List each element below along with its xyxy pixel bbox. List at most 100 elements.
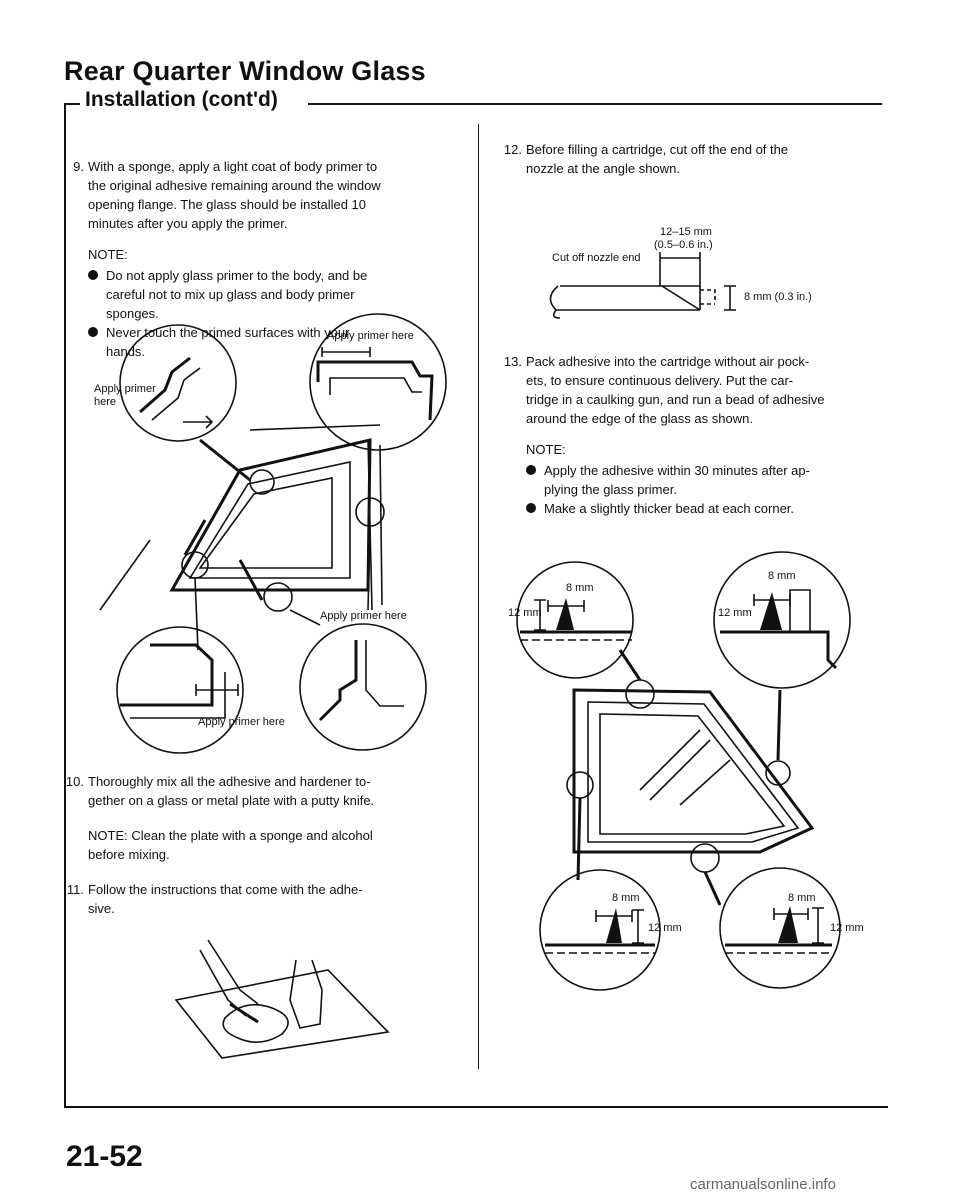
step-13-line: ets, to ensure continuous delivery. Put …	[526, 373, 794, 388]
quarter-glass-pane	[599, 713, 786, 835]
bullet-dot	[88, 270, 98, 280]
bullet-line: Never touch the primed surfaces with you…	[106, 325, 350, 340]
dimension-extension	[659, 264, 701, 286]
note-label: NOTE:	[526, 442, 566, 457]
flange-profile	[365, 640, 404, 707]
step-10-note: NOTE: Clean the plate with a sponge and …	[88, 826, 460, 864]
step-13-line: around the edge of the glass as shown.	[526, 411, 753, 426]
dimension-height	[632, 909, 644, 944]
flange-profile	[316, 360, 434, 421]
step-13: 13. Pack adhesive into the cartridge wit…	[494, 352, 894, 432]
detail-circle	[516, 561, 634, 679]
step-10-line: gether on a glass or metal plate with a …	[88, 793, 375, 808]
bullet-line: Make a slightly thicker bead at each cor…	[544, 501, 795, 516]
step-9-line: the original adhesive remaining around t…	[88, 178, 381, 193]
step-12-line: Before filling a cartridge, cut off the …	[526, 142, 789, 157]
note-label: NOTE:	[88, 247, 128, 262]
adhesive-bead	[556, 598, 574, 630]
detail-circle	[299, 623, 427, 751]
window-frame-outer	[169, 438, 372, 592]
dimension	[195, 684, 239, 696]
callout-circle	[690, 843, 720, 873]
bullet-line: plying the glass primer.	[544, 482, 677, 497]
bullet-line: sponges.	[106, 306, 159, 321]
section-subtitle: Installation (cont'd)	[85, 88, 278, 111]
step-11: 11. Follow the instructions that come wi…	[56, 880, 456, 920]
bead-dim-height: 12 mm	[718, 607, 752, 619]
leader-line	[576, 649, 782, 906]
bullet-dot	[526, 465, 536, 475]
frame-left-border	[64, 103, 66, 1108]
leader-line	[183, 438, 264, 601]
step-9-note: NOTE: Do not apply glass primer to the b…	[88, 245, 460, 361]
dimension	[321, 347, 371, 357]
note-line: before mixing.	[88, 847, 170, 862]
step-12-number: 12.	[503, 142, 522, 157]
glass-edge	[720, 630, 838, 670]
nozzle-dim-side: 8 mm (0.3 in.)	[744, 291, 812, 303]
step-12-line: nozzle at the angle shown.	[526, 161, 680, 176]
bullet-dot	[88, 327, 98, 337]
detail-circle	[119, 324, 237, 442]
dimension-side	[724, 285, 736, 311]
step-12: 12. Before filling a cartridge, cut off …	[494, 140, 894, 180]
step-9-line: With a sponge, apply a light coat of bod…	[88, 159, 378, 174]
adhesive-blob	[222, 1003, 289, 1043]
step-10-number: 10.	[65, 774, 84, 789]
note-bullet: Apply the adhesive within 30 minutes aft…	[526, 461, 898, 499]
bullet-line: careful not to mix up glass and body pri…	[106, 287, 355, 302]
dimension-height	[534, 599, 546, 631]
page-title: Rear Quarter Window Glass	[64, 56, 426, 86]
bead-dim-width: 8 mm	[788, 892, 816, 904]
note-bullet: Never touch the primed surfaces with you…	[88, 323, 460, 361]
bead-dim-width: 8 mm	[612, 892, 640, 904]
mixing-plate	[174, 969, 390, 1059]
step-9-number: 9.	[73, 159, 84, 174]
cut-line	[661, 285, 701, 311]
callout-circle	[625, 679, 655, 709]
frame-bottom-border	[64, 1106, 888, 1108]
detail-circle	[116, 626, 244, 754]
adhesive-bead	[778, 906, 798, 943]
body-line	[99, 424, 381, 611]
detail-circle	[309, 313, 447, 451]
adhesive-bead	[760, 592, 782, 630]
subtitle-rule	[308, 103, 882, 105]
step-11-line: Follow the instructions that come with t…	[88, 882, 363, 897]
molding-clip	[789, 589, 811, 633]
step-11-number: 11.	[66, 882, 84, 897]
flange-profile	[130, 672, 226, 719]
callout-circle	[249, 469, 275, 495]
dimension-width	[547, 600, 585, 612]
bullet-line: Apply the adhesive within 30 minutes aft…	[544, 463, 810, 478]
dimension-width	[773, 908, 809, 920]
primer-label: Apply primer	[94, 383, 156, 395]
putty-knife	[229, 1002, 259, 1024]
bead-dim-width: 8 mm	[768, 570, 796, 582]
bead-dim-height: 12 mm	[648, 922, 682, 934]
flange-profile	[151, 367, 201, 421]
nozzle-dim-top-inches: (0.5–0.6 in.)	[654, 239, 713, 251]
callout-circle	[765, 760, 791, 786]
bullet-line: Do not apply glass primer to the body, a…	[106, 268, 368, 283]
step-11-line: sive.	[88, 901, 115, 916]
bead-dim-height: 12 mm	[830, 922, 864, 934]
dimension-top	[659, 252, 701, 264]
window-frame-inner	[188, 461, 351, 579]
cut-off-tip	[700, 289, 716, 305]
nozzle-body	[549, 285, 700, 311]
flange-profile	[318, 640, 358, 722]
note-line: NOTE: Clean the plate with a sponge and …	[88, 828, 373, 843]
step-13-line: tridge in a caulking gun, and run a bead…	[526, 392, 825, 407]
detail-circle	[719, 867, 841, 989]
bullet-dot	[526, 503, 536, 513]
leader-line	[194, 525, 371, 651]
flange-profile	[329, 377, 422, 395]
bead-dim-width: 8 mm	[566, 582, 594, 594]
dimension-height	[812, 907, 824, 944]
flange-profile	[139, 356, 191, 414]
dimension-width	[753, 594, 791, 606]
